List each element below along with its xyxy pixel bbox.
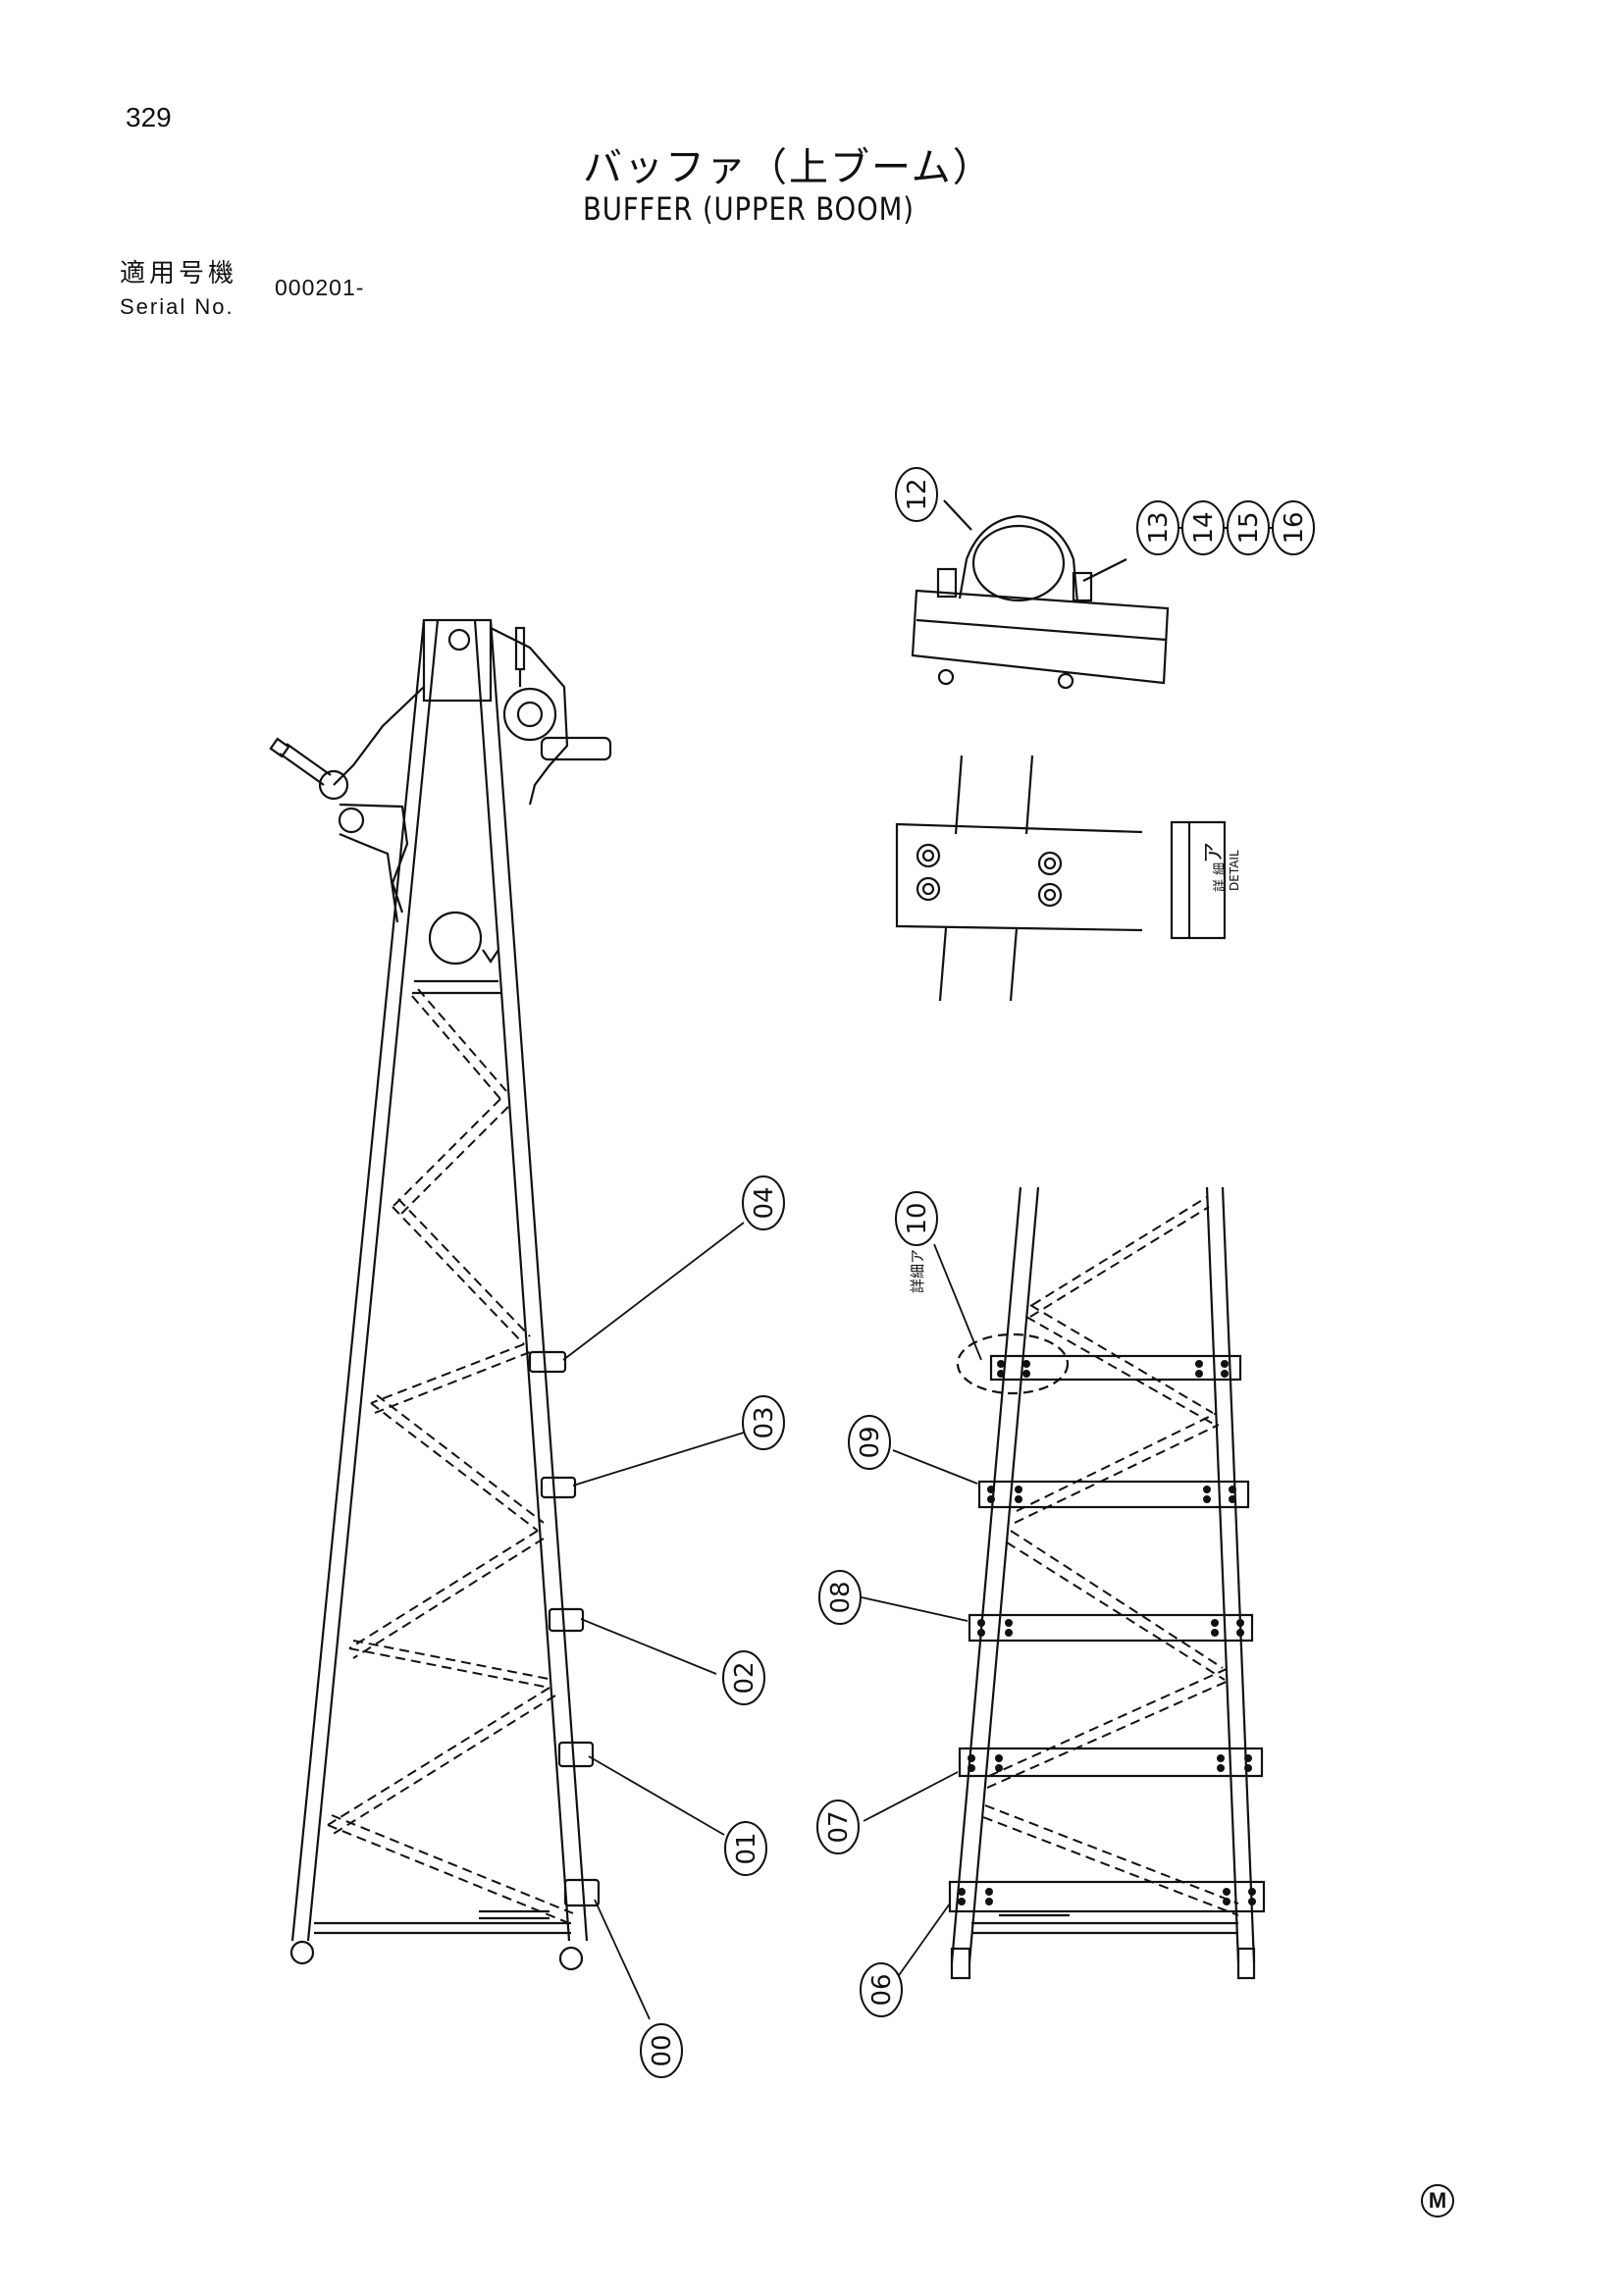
callout-number: 13: [1144, 511, 1174, 544]
serial-label-english: Serial No.: [120, 294, 235, 319]
callout-04: 04: [742, 1175, 785, 1230]
callout-number: 01: [732, 1832, 761, 1864]
serial-number-value: 000201-: [275, 275, 365, 300]
callout-14: 14: [1181, 500, 1225, 555]
callout-number: 08: [826, 1581, 856, 1613]
callout-number: 14: [1189, 511, 1219, 544]
upper-boom-side-view: [269, 618, 612, 1971]
callout-balloons: 00 01 02 03 04 06 07 08 09 10 12 13 14 15 16: [640, 467, 1315, 2078]
callout-12: 12: [895, 467, 938, 522]
callout-00: 00: [640, 2023, 683, 2078]
callout-02: 02: [722, 1650, 765, 1705]
detail-box-english: DETAIL: [1228, 850, 1241, 891]
callout-number: 16: [1280, 511, 1309, 544]
upper-boom-front-view: [948, 1186, 1266, 1980]
serial-label-japanese: 適用号機: [120, 258, 238, 287]
callout-08: 08: [818, 1570, 862, 1625]
callout-15: 15: [1227, 500, 1270, 555]
detail-a-view: [895, 755, 1227, 1002]
callout-number: 00: [648, 2034, 677, 2066]
callout-number: 15: [1234, 511, 1264, 544]
callout-number: 09: [856, 1426, 885, 1458]
callout-number: 10: [903, 1202, 932, 1234]
callout-01: 01: [724, 1821, 767, 1876]
callout-number: 12: [903, 478, 932, 510]
callout-number: 07: [824, 1810, 854, 1843]
callout-number: 02: [730, 1661, 759, 1694]
callout-13: 13: [1136, 500, 1179, 555]
callout-06: 06: [860, 1962, 903, 2017]
title-japanese: バッファ（上ブーム）: [583, 146, 994, 189]
detail-box-mark: ア: [1202, 842, 1227, 863]
manufacturer-mark: M: [1421, 2184, 1454, 2218]
callout-16: 16: [1272, 500, 1315, 555]
page-number: 329: [126, 102, 172, 132]
detail-box-japanese: 詳 細: [1212, 862, 1228, 892]
callout-03: 03: [742, 1395, 785, 1450]
callout-number: 06: [867, 1973, 897, 2006]
detail-callout-label: 詳細ア: [909, 1249, 926, 1293]
callout-number: 03: [750, 1406, 779, 1438]
leader-lines: [562, 1222, 745, 2020]
callout-07: 07: [816, 1800, 860, 1854]
callout-09: 09: [848, 1415, 891, 1470]
buffer-bracket-section-view: [911, 499, 1170, 690]
title-english: BUFFER (UPPER BOOM): [583, 190, 915, 228]
callout-10: 10: [895, 1191, 938, 1246]
callout-number: 04: [750, 1186, 779, 1219]
